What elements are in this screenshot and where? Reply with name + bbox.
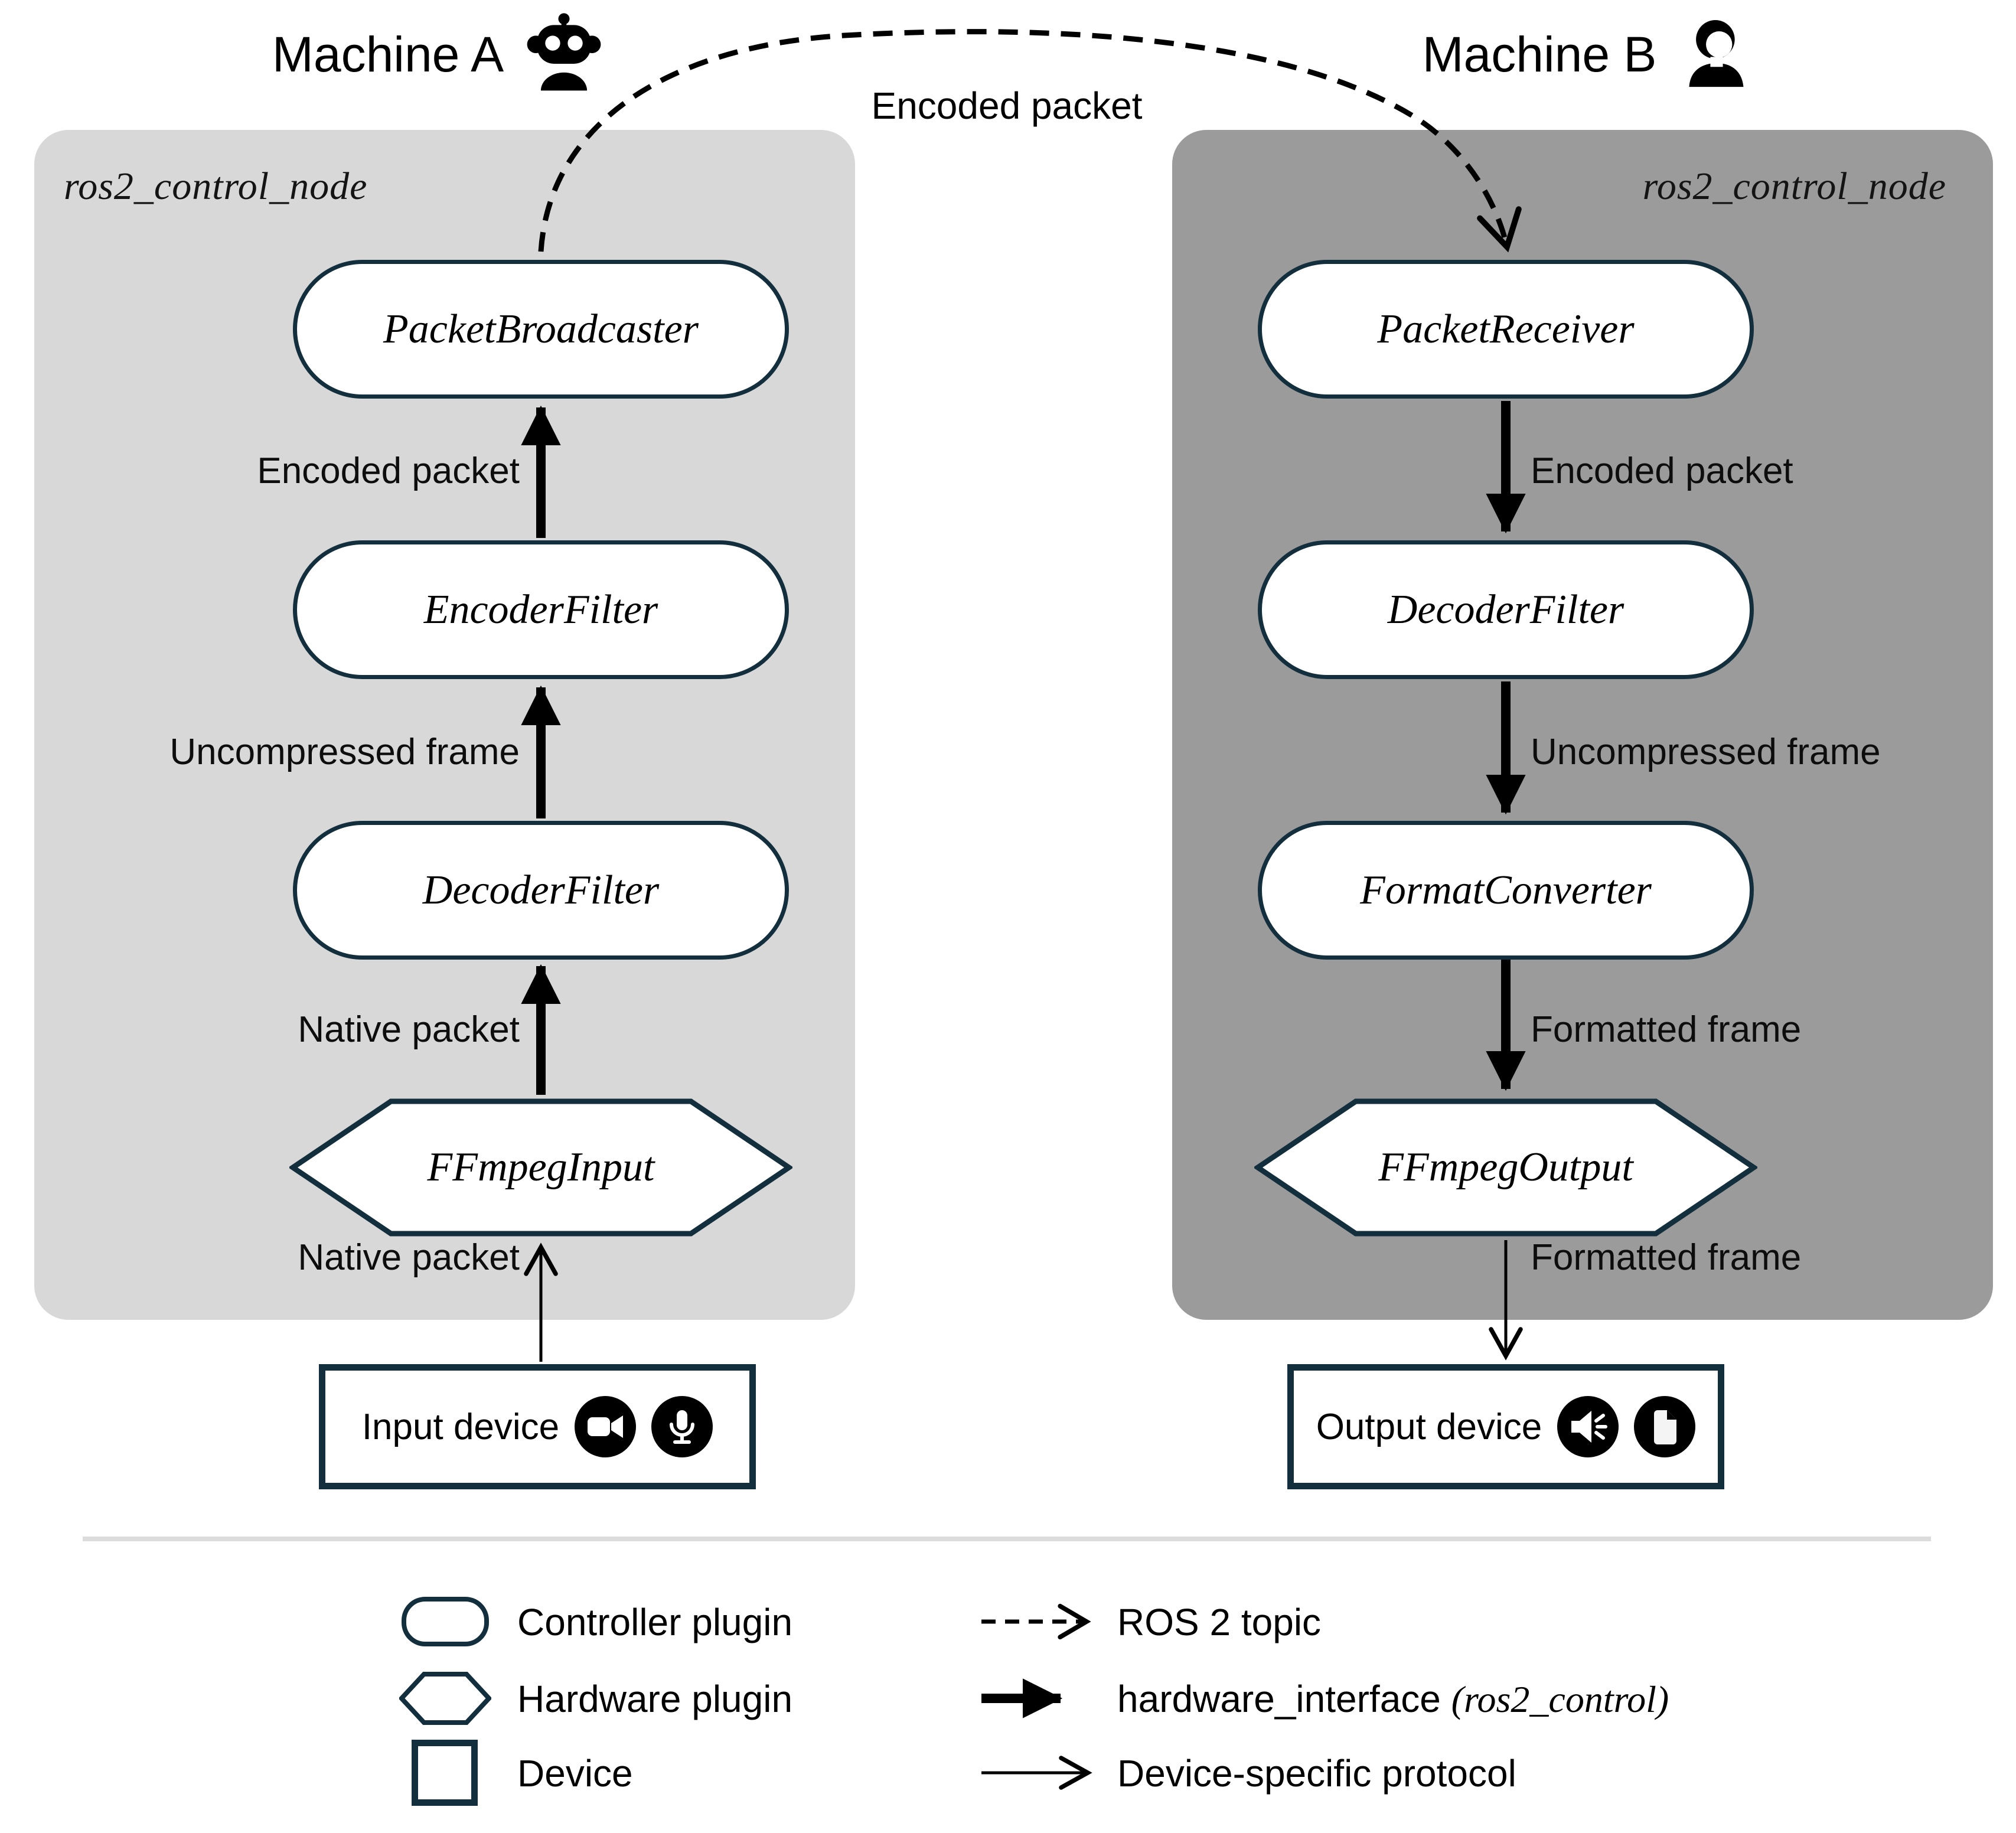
edge-label-formatted-frame-low: Formatted frame bbox=[1531, 1237, 1802, 1278]
legend-label-device: Device bbox=[517, 1752, 633, 1795]
edge-label-encoded-packet-a: Encoded packet bbox=[257, 451, 520, 491]
legend-label-hardware-interface: hardware_interface (ros2_control) bbox=[1117, 1677, 1669, 1721]
input-device-label: Input device bbox=[361, 1406, 560, 1447]
machine-b-node-name: ros2_control_node bbox=[1642, 165, 1946, 208]
input-device-box: Input device bbox=[319, 1364, 756, 1489]
hardware-plugin-shape bbox=[398, 1671, 492, 1726]
node-decoder-filter-a-label: DecoderFilter bbox=[422, 867, 660, 913]
legend-label-controller-plugin: Controller plugin bbox=[517, 1601, 793, 1643]
machine-a-title-text: Machine A bbox=[272, 26, 504, 82]
person-icon bbox=[1673, 9, 1760, 100]
edge-label-native-packet-mid: Native packet bbox=[298, 1009, 520, 1050]
machine-b-title-text: Machine B bbox=[1422, 26, 1657, 82]
legend-label-ros2-topic: ROS 2 topic bbox=[1117, 1601, 1322, 1643]
node-decoder-filter-b-label: DecoderFilter bbox=[1387, 586, 1624, 632]
topic-arc-arrow bbox=[538, 29, 1522, 253]
output-device-box: Output device bbox=[1287, 1364, 1724, 1489]
output-device-label: Output device bbox=[1316, 1406, 1542, 1447]
node-packet-broadcaster-label: PacketBroadcaster bbox=[383, 306, 699, 352]
topic-arc-label: Encoded packet bbox=[871, 84, 1143, 127]
legend-hardware-interface-paren: (ros2_control) bbox=[1451, 1678, 1669, 1720]
node-ffmpeg-input-label: FFmpegInput bbox=[427, 1144, 655, 1190]
edge-label-encoded-packet-b: Encoded packet bbox=[1531, 451, 1793, 491]
node-format-converter: FormatConverter bbox=[1258, 821, 1754, 960]
node-ffmpeg-output: FFmpegOutput bbox=[1254, 1097, 1757, 1238]
node-encoder-filter: EncoderFilter bbox=[293, 540, 789, 679]
node-packet-receiver: PacketReceiver bbox=[1258, 260, 1754, 399]
node-encoder-filter-label: EncoderFilter bbox=[423, 586, 658, 632]
edge-label-formatted-frame-mid: Formatted frame bbox=[1531, 1009, 1802, 1050]
edge-label-native-packet-low: Native packet bbox=[298, 1237, 520, 1278]
legend-divider bbox=[83, 1537, 1931, 1541]
node-ffmpeg-input: FFmpegInput bbox=[289, 1097, 792, 1238]
edge-label-uncompressed-frame-a: Uncompressed frame bbox=[169, 732, 520, 772]
machine-b-title: Machine B bbox=[1385, 8, 1798, 100]
edge-label-uncompressed-frame-b: Uncompressed frame bbox=[1531, 732, 1881, 772]
node-ffmpeg-output-label: FFmpegOutput bbox=[1378, 1144, 1633, 1190]
speaker-icon bbox=[1557, 1396, 1619, 1457]
node-decoder-filter-a: DecoderFilter bbox=[293, 821, 789, 960]
node-packet-receiver-label: PacketReceiver bbox=[1377, 306, 1635, 352]
node-decoder-filter-b: DecoderFilter bbox=[1258, 540, 1754, 679]
file-icon bbox=[1634, 1396, 1696, 1457]
robot-icon bbox=[520, 9, 608, 100]
node-format-converter-label: FormatConverter bbox=[1360, 867, 1652, 913]
legend-label-hardware-plugin: Hardware plugin bbox=[517, 1678, 793, 1720]
machine-a-title: Machine A bbox=[236, 8, 644, 100]
machine-a-node-name: ros2_control_node bbox=[64, 165, 368, 208]
video-camera-icon bbox=[575, 1396, 637, 1457]
microphone-icon bbox=[651, 1396, 713, 1457]
device-shape bbox=[412, 1740, 478, 1806]
controller-plugin-shape bbox=[402, 1597, 489, 1646]
node-packet-broadcaster: PacketBroadcaster bbox=[293, 260, 789, 399]
legend-hardware-interface-prefix: hardware_interface bbox=[1117, 1678, 1451, 1720]
legend-label-device-protocol: Device-specific protocol bbox=[1117, 1752, 1516, 1795]
